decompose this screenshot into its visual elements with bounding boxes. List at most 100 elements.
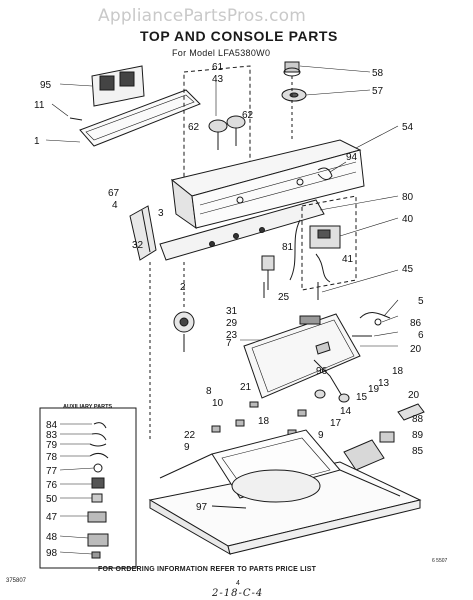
callout-89: 89 bbox=[412, 430, 424, 441]
callout-62a: 62 bbox=[242, 110, 254, 121]
callout-95: 95 bbox=[40, 80, 52, 91]
callout-67: 67 bbox=[108, 188, 120, 199]
document-code: 375807 bbox=[6, 578, 27, 584]
part-25-switch bbox=[261, 255, 275, 271]
part-57-timer-dial bbox=[281, 88, 307, 102]
part-58-timer-knob bbox=[283, 61, 301, 77]
callout-21: 21 bbox=[240, 382, 252, 393]
part-14-connector bbox=[297, 409, 307, 417]
handwritten-note: 2-18-C-4 bbox=[212, 588, 264, 599]
diagram-code: 6 5507 bbox=[432, 558, 448, 564]
callout-97: 97 bbox=[196, 502, 208, 513]
callout-18a: 18 bbox=[392, 366, 404, 377]
callout-58: 58 bbox=[372, 68, 384, 79]
part-81-wire-harness bbox=[289, 219, 301, 281]
part-94-clip bbox=[317, 167, 333, 180]
callout-32: 32 bbox=[132, 240, 144, 251]
callout-20b: 20 bbox=[408, 390, 420, 401]
leader-lines bbox=[45, 65, 399, 555]
model-line: For Model LFA5380W0 bbox=[172, 48, 271, 58]
callout-31: 31 bbox=[226, 306, 238, 317]
part-85-bumper bbox=[343, 439, 385, 471]
callout-80: 80 bbox=[402, 192, 414, 203]
aux-callout-47: 47 bbox=[46, 512, 58, 523]
callout-96: 96 bbox=[316, 366, 328, 377]
callout-20a: 20 bbox=[410, 344, 422, 355]
callout-41: 41 bbox=[342, 254, 354, 265]
aux-callout-77: 77 bbox=[46, 466, 58, 477]
callout-86: 86 bbox=[410, 318, 422, 329]
callout-94: 94 bbox=[346, 152, 358, 163]
part-5-lid-switch bbox=[359, 312, 391, 319]
ordering-footer-note: FOR ORDERING INFORMATION REFER TO PARTS … bbox=[98, 566, 317, 573]
callout-40: 40 bbox=[402, 214, 414, 225]
part-89-bracket bbox=[379, 431, 395, 443]
part-10-connector bbox=[235, 419, 245, 427]
callout-22: 22 bbox=[184, 430, 196, 441]
part-96-hinge bbox=[315, 341, 331, 355]
callout-1: 1 bbox=[34, 136, 40, 147]
callout-15: 15 bbox=[356, 392, 368, 403]
part-11-screw bbox=[69, 117, 83, 121]
part-40-timer bbox=[309, 225, 341, 249]
main-top-cabinet bbox=[148, 429, 422, 556]
callout-45: 45 bbox=[402, 264, 414, 275]
part-86-actuator bbox=[374, 318, 382, 326]
callout-11: 11 bbox=[34, 100, 45, 111]
part-4-end-bracket bbox=[129, 205, 157, 261]
aux-callout-labels: 84 83 79 78 77 76 50 47 48 98 bbox=[46, 420, 58, 559]
part-95-console-endcap bbox=[91, 65, 145, 107]
callout-85: 85 bbox=[412, 446, 424, 457]
callout-43: 43 bbox=[212, 74, 224, 85]
callout-10: 10 bbox=[212, 398, 224, 409]
callout-2: 2 bbox=[180, 282, 186, 293]
part-18-hose bbox=[313, 359, 343, 397]
callout-9b: 9 bbox=[318, 430, 324, 441]
auxiliary-parts-title: AUXILIARY PARTS bbox=[63, 404, 113, 410]
callout-18b: 18 bbox=[258, 416, 270, 427]
part-19-fitting bbox=[314, 389, 326, 399]
watermark: AppliancePartsPros.com bbox=[98, 6, 307, 26]
callout-4: 4 bbox=[112, 200, 118, 211]
part-1-console-panel bbox=[79, 89, 201, 147]
part-32-console-base bbox=[159, 199, 325, 261]
aux-part-icons bbox=[87, 422, 109, 559]
callout-62b: 62 bbox=[188, 122, 200, 133]
part-23-pressure-switch bbox=[173, 311, 195, 352]
aux-callout-84: 84 bbox=[46, 420, 58, 431]
part-8-connector bbox=[211, 425, 221, 433]
aux-callout-76: 76 bbox=[46, 480, 58, 491]
callout-3: 3 bbox=[158, 208, 164, 219]
part-54-console-body bbox=[170, 139, 365, 230]
part-13-fitting bbox=[338, 393, 350, 403]
callout-8: 8 bbox=[206, 386, 212, 397]
callout-25: 25 bbox=[278, 292, 290, 303]
page-number: 4 bbox=[236, 580, 240, 587]
aux-callout-48: 48 bbox=[46, 532, 58, 543]
callout-57: 57 bbox=[372, 86, 384, 97]
callout-9a: 9 bbox=[184, 442, 190, 453]
diagram-title: TOP AND CONSOLE PARTS bbox=[140, 28, 338, 44]
part-41-wire bbox=[315, 253, 331, 283]
part-21-connector bbox=[249, 401, 259, 408]
aux-callout-79: 79 bbox=[46, 440, 58, 451]
part-62-switch-knob bbox=[208, 115, 246, 150]
callout-5: 5 bbox=[418, 296, 424, 307]
callout-13: 13 bbox=[378, 378, 390, 389]
callout-14: 14 bbox=[340, 406, 352, 417]
timer-group-box bbox=[301, 195, 357, 291]
callout-17: 17 bbox=[330, 418, 342, 429]
callout-19: 19 bbox=[368, 384, 380, 395]
aux-callout-78: 78 bbox=[46, 452, 58, 463]
callout-81: 81 bbox=[282, 242, 294, 253]
callout-88: 88 bbox=[412, 414, 424, 425]
callout-6: 6 bbox=[418, 330, 424, 341]
aux-callout-50: 50 bbox=[46, 494, 58, 505]
callout-labels: 95 61 43 58 57 11 62 62 1 54 94 67 4 3 8… bbox=[34, 62, 424, 513]
callout-7: 7 bbox=[226, 338, 232, 349]
aux-callout-83: 83 bbox=[46, 430, 58, 441]
callout-29: 29 bbox=[226, 318, 238, 329]
aux-callout-98: 98 bbox=[46, 548, 58, 559]
part-7-lid bbox=[243, 313, 361, 399]
